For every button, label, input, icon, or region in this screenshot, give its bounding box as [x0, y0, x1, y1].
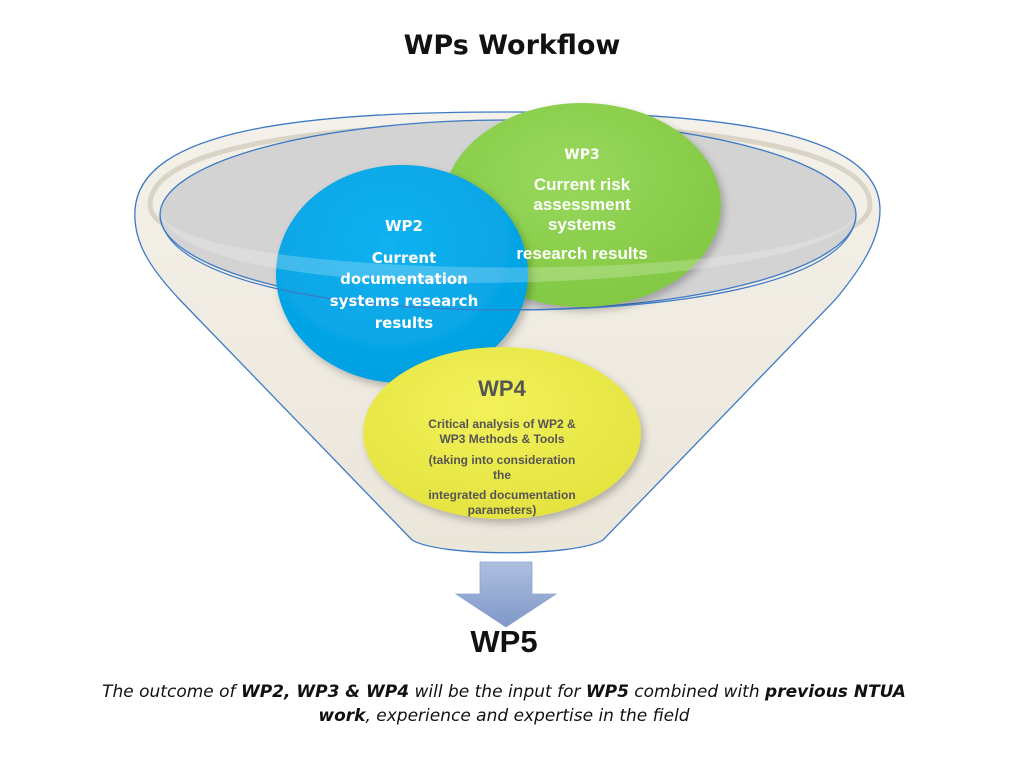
- funnel-opening-overlay: [160, 215, 856, 283]
- caption-bold-1: WP2, WP3 & WP4: [240, 682, 410, 702]
- caption-part-4: , experience and expertise in the field: [365, 706, 690, 726]
- wp3-line-1: Current risk: [534, 175, 631, 194]
- wp3-subline: research results: [516, 244, 647, 263]
- slide-title: WPs Workflow: [403, 30, 621, 61]
- caption-part-1: The outcome of: [102, 682, 241, 702]
- caption-bold-3: previous NTUA work: [318, 682, 906, 726]
- wp4-line-2: WP3 Methods & Tools: [439, 432, 564, 446]
- wp2-line-3: systems research: [330, 292, 479, 310]
- wp4-heading: WP4: [478, 376, 526, 401]
- wp3-line-2: assessment: [533, 195, 631, 214]
- wp3-line-3: systems: [548, 215, 616, 234]
- wp4-line-6: parameters): [468, 503, 537, 517]
- wp2-line-1: Current: [372, 249, 437, 267]
- wp2-circle: [276, 165, 528, 383]
- wp2-line-4: results: [375, 314, 433, 332]
- output-arrow: [454, 561, 558, 628]
- caption: The outcome of WP2, WP3 & WP4 will be th…: [100, 680, 908, 728]
- funnel-opening-front-edge: [159, 214, 857, 311]
- wp4-line-4: the: [493, 468, 511, 482]
- wp4-line-3: (taking into consideration: [429, 453, 576, 467]
- caption-bold-2: WP5: [585, 682, 629, 702]
- caption-part-3: combined with: [628, 682, 766, 702]
- wp2-heading: WP2: [385, 217, 423, 235]
- wp3-heading: WP3: [564, 147, 599, 163]
- wp2-line-2: documentation: [340, 270, 468, 288]
- caption-part-2: will be the input for: [409, 682, 586, 702]
- wp5-label: WP5: [470, 624, 538, 659]
- wp4-line-5: integrated documentation: [428, 488, 575, 502]
- wp4-line-1: Critical analysis of WP2 &: [428, 417, 576, 431]
- wp4-circle: [363, 347, 641, 519]
